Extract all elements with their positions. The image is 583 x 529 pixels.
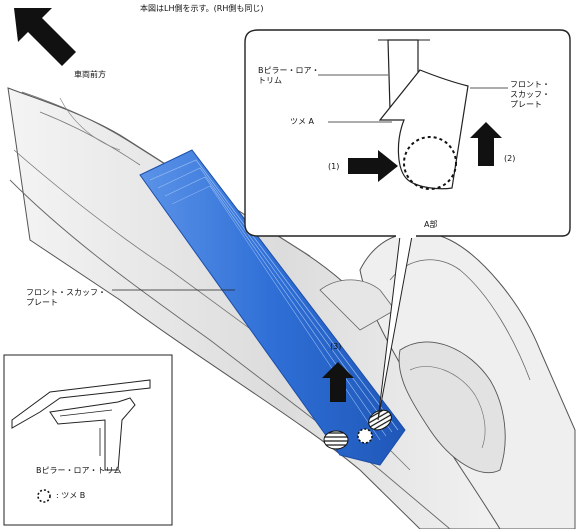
detail-inset: [244, 29, 571, 421]
claw-b-right: [368, 409, 392, 431]
legend-box: [3, 354, 173, 526]
front-direction-label: 車両前方: [74, 70, 106, 79]
claw-b-dotted-circle: [357, 428, 373, 444]
main-plate-label: フロント・スカッフ・ プレート: [26, 288, 106, 307]
seat-shapes: [319, 231, 576, 529]
inset-plate-label: フロント・ スカッフ・ プレート: [510, 80, 550, 109]
step1-arrow-icon: [348, 150, 398, 182]
inset-pillar-label: Bピラー・ロア・ トリム: [258, 66, 320, 85]
header-note: 本図はLH側を示す。(RH側も同じ): [140, 4, 264, 13]
step3-label: (3): [330, 342, 342, 351]
part-a-label: A部: [424, 220, 438, 229]
claw-b-marks: [323, 409, 392, 450]
step1-label: (1): [328, 162, 340, 171]
step3-arrow-icon: [322, 362, 354, 402]
legend-pillar-label: Bピラー・ロア・トリム: [36, 466, 122, 475]
legend-claw-b-label: : ツメ B: [56, 491, 86, 500]
claw-a-dotted-circle: [403, 136, 457, 190]
front-direction-arrow-icon: [14, 8, 76, 66]
claw-b-legend-icon: [37, 489, 51, 503]
claw-a-label: ツメ A: [290, 117, 315, 126]
step2-arrow-icon: [470, 122, 502, 166]
claw-b-left: [323, 430, 349, 450]
step2-label: (2): [504, 154, 516, 163]
